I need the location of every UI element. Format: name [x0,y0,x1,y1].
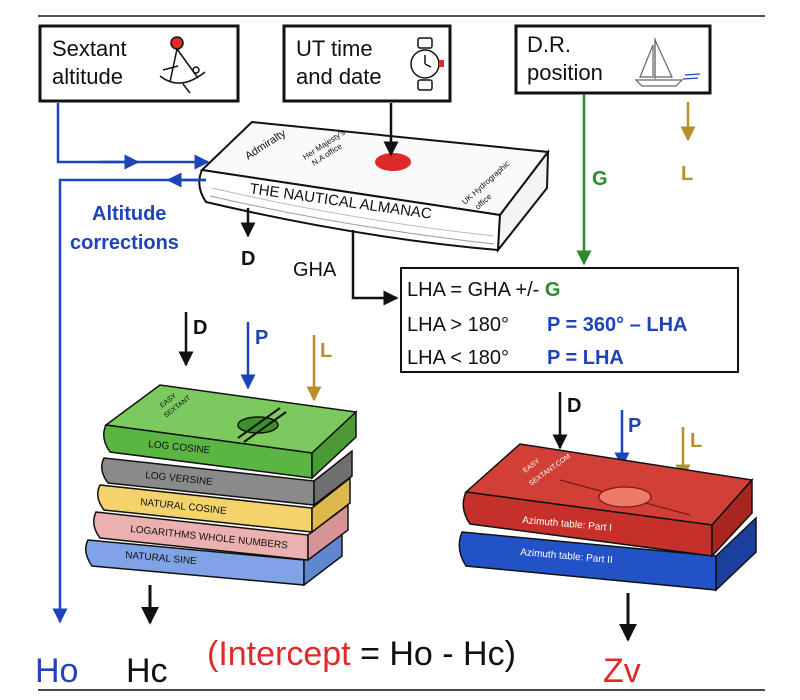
az-p-label: P [628,415,641,437]
nautical-almanac-book: THE NAUTICAL ALMANAC Admiralty Her Majes… [198,120,550,254]
log-p-label: P [255,327,268,349]
sextant-label-1: Sextant [52,36,127,61]
sextant-label-2: altitude [52,64,123,89]
dr-l-label: L [681,163,693,185]
azimuth-books-stack: Azimuth table: Part II EASY SEXTANT.COM … [458,443,757,592]
altitude-corrections-label-2: corrections [70,232,179,254]
log-l-label: L [320,340,332,362]
dr-position-box: D.R. position [514,24,712,95]
azimuth-cover-mark [598,486,652,508]
formula-row2-result: P = 360° – LHA [547,314,687,336]
az-d-label: D [567,395,581,417]
log-d-label: D [193,317,207,339]
formula-row2-condition: LHA > 180° [407,314,509,336]
book-azimuth-part-i: EASY SEXTANT.COM Azimuth table: Part I [462,443,754,558]
sextant-to-almanac-arrow [56,103,210,170]
log-cosine-cover-mark [237,416,279,434]
sextant-icon [159,36,206,94]
watch-icon [410,37,444,91]
sextant-box: Sextant altitude [38,24,240,103]
ut-label-1: UT time [296,36,373,61]
almanac-red-mark [375,153,411,171]
formula-row1: LHA = GHA +/- G [407,279,560,301]
book-log-cosine: EASY SEXTANT LOG COSINE [103,384,358,480]
lha-formula-box: LHA = GHA +/- G LHA > 180° P = 360° – LH… [400,267,739,373]
book-natural-cosine: NATURAL COSINE [97,476,351,534]
intercept-formula: (Intercept = Ho - Hc) [207,635,516,673]
book-azimuth-part-ii: Azimuth table: Part II [458,516,757,592]
log-books-stack: NATURAL SINE LOGARITHMS WHOLE NUMBERS NA… [85,384,358,587]
az-l-label: L [690,430,702,452]
ho-label: Ho [35,652,78,690]
dr-label-2: position [527,60,603,85]
almanac-to-ho-arrow [52,178,206,624]
gha-arrow [351,230,399,306]
book-log-versine: LOG VERSINE [101,449,353,507]
formula-row3-condition: LHA < 180° [407,347,509,369]
book-natural-sine: NATURAL SINE [85,528,343,587]
dr-g-label: G [592,168,608,190]
gha-label: GHA [293,259,337,281]
ut-time-box: UT time and date [282,24,452,103]
hc-label: Hc [126,652,168,690]
zv-label: Zv [603,652,641,690]
ut-label-2: and date [296,64,382,89]
formula-row3-result: P = LHA [547,347,624,369]
altitude-corrections-label-1: Altitude [92,203,166,225]
sailboat-icon [634,38,701,87]
almanac-d-label: D [241,248,255,270]
dr-label-1: D.R. [527,32,571,57]
